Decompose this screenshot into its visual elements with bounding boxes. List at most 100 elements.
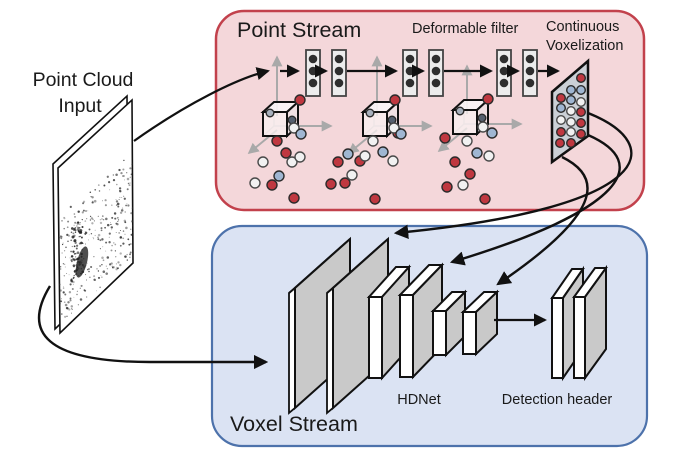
noise-dot [130,173,133,176]
noise-dot [106,256,110,259]
noise-dot [63,227,65,230]
noise-dot [110,249,113,252]
noise-dot [68,308,71,311]
scatter-dot [346,169,358,181]
noise-dot [126,188,129,191]
noise-dot [82,202,85,205]
noise-dot [74,231,77,233]
noise-dot [130,220,133,223]
noise-dot [93,256,95,258]
noise-dot [63,286,65,287]
noise-dot [86,262,88,264]
noise-dot [115,263,117,265]
point-cloud-input-line1: Point Cloud [33,69,134,91]
noise-dot [115,200,119,203]
noise-dot [92,200,94,203]
mlp-neuron-dot [308,54,318,64]
scatter-dot [464,168,476,180]
slab-front [573,296,586,379]
noise-dot [99,219,101,221]
noise-dot [73,296,75,298]
scatter-dot [266,179,278,191]
voxel-dot [576,117,587,128]
noise-dot [122,230,125,232]
voxel-dot [576,84,587,95]
noise-dot [61,313,63,315]
noise-dot [74,216,76,218]
noise-dot [112,174,114,176]
noise-dot [93,199,97,203]
noise-dot [69,205,72,209]
noise-dot [117,220,119,223]
noise-dot [80,252,83,256]
noise-dot [124,255,127,258]
noise-dot [64,303,68,307]
noise-dot [73,224,75,226]
scatter-dot [367,135,379,147]
noise-dot [79,260,82,263]
noise-dot [73,239,77,243]
noise-dot [77,210,80,213]
noise-dot [118,190,120,191]
noise-dot [66,233,69,237]
voxel-dot [556,114,567,125]
voxelization-to-voxel-arrow-2 [449,133,621,266]
noise-dot [59,265,62,268]
noise-dot [79,262,82,265]
noise-dot [79,221,81,224]
voxel-dot [576,106,587,117]
slab-front [368,296,383,379]
noise-dot [115,231,117,233]
noise-dot [73,266,75,268]
scatter-dot [257,156,269,168]
noise-dot [84,220,87,222]
noise-dot [85,279,88,281]
noise-dot [81,211,84,214]
noise-dot [91,222,94,225]
noise-dot [92,201,95,204]
noise-dot [113,242,115,244]
noise-dot [102,200,104,202]
noise-dot [91,196,94,199]
noise-dot [106,223,110,227]
noise-dot [62,242,64,244]
noise-dot [116,202,120,206]
noise-dot [119,196,121,198]
noise-dot [125,204,127,207]
mlp-layer-3 [402,49,418,97]
noise-dot [59,236,63,239]
hdnet-feature-map-3 [430,289,468,358]
noise-dot [85,210,87,212]
noise-dot [76,257,79,261]
noise-dot [61,252,63,254]
noise-dot [84,289,87,292]
noise-dot [101,276,103,278]
voxel-dot [566,137,577,148]
noise-dot [87,239,89,241]
scatter-dot [295,128,307,140]
noise-dot [88,228,91,231]
noise-dot [75,244,79,247]
mlp-chain-arrows [133,64,560,142]
noise-dot [128,243,131,246]
noise-dot [79,235,81,238]
mlp-neuron-dot [431,78,441,88]
noise-dot [109,221,111,223]
scatter-dot [294,151,306,163]
noise-dot [83,268,85,270]
noise-dot [99,248,101,250]
mlp-layer-6 [522,49,538,97]
noise-dot [74,256,77,258]
mlp-neuron-dot [334,54,344,64]
mlp-neuron-dot [308,66,318,76]
noise-dot [124,221,127,224]
noise-dot [69,297,72,300]
noise-dot [117,219,120,221]
scatter-dot [441,181,453,193]
noise-dot [72,250,75,253]
scatter-dot [395,128,407,140]
noise-dot [125,226,128,230]
hdnet-label: HDNet [397,392,441,408]
voxel-dot [556,102,567,113]
noise-dot [128,184,131,187]
